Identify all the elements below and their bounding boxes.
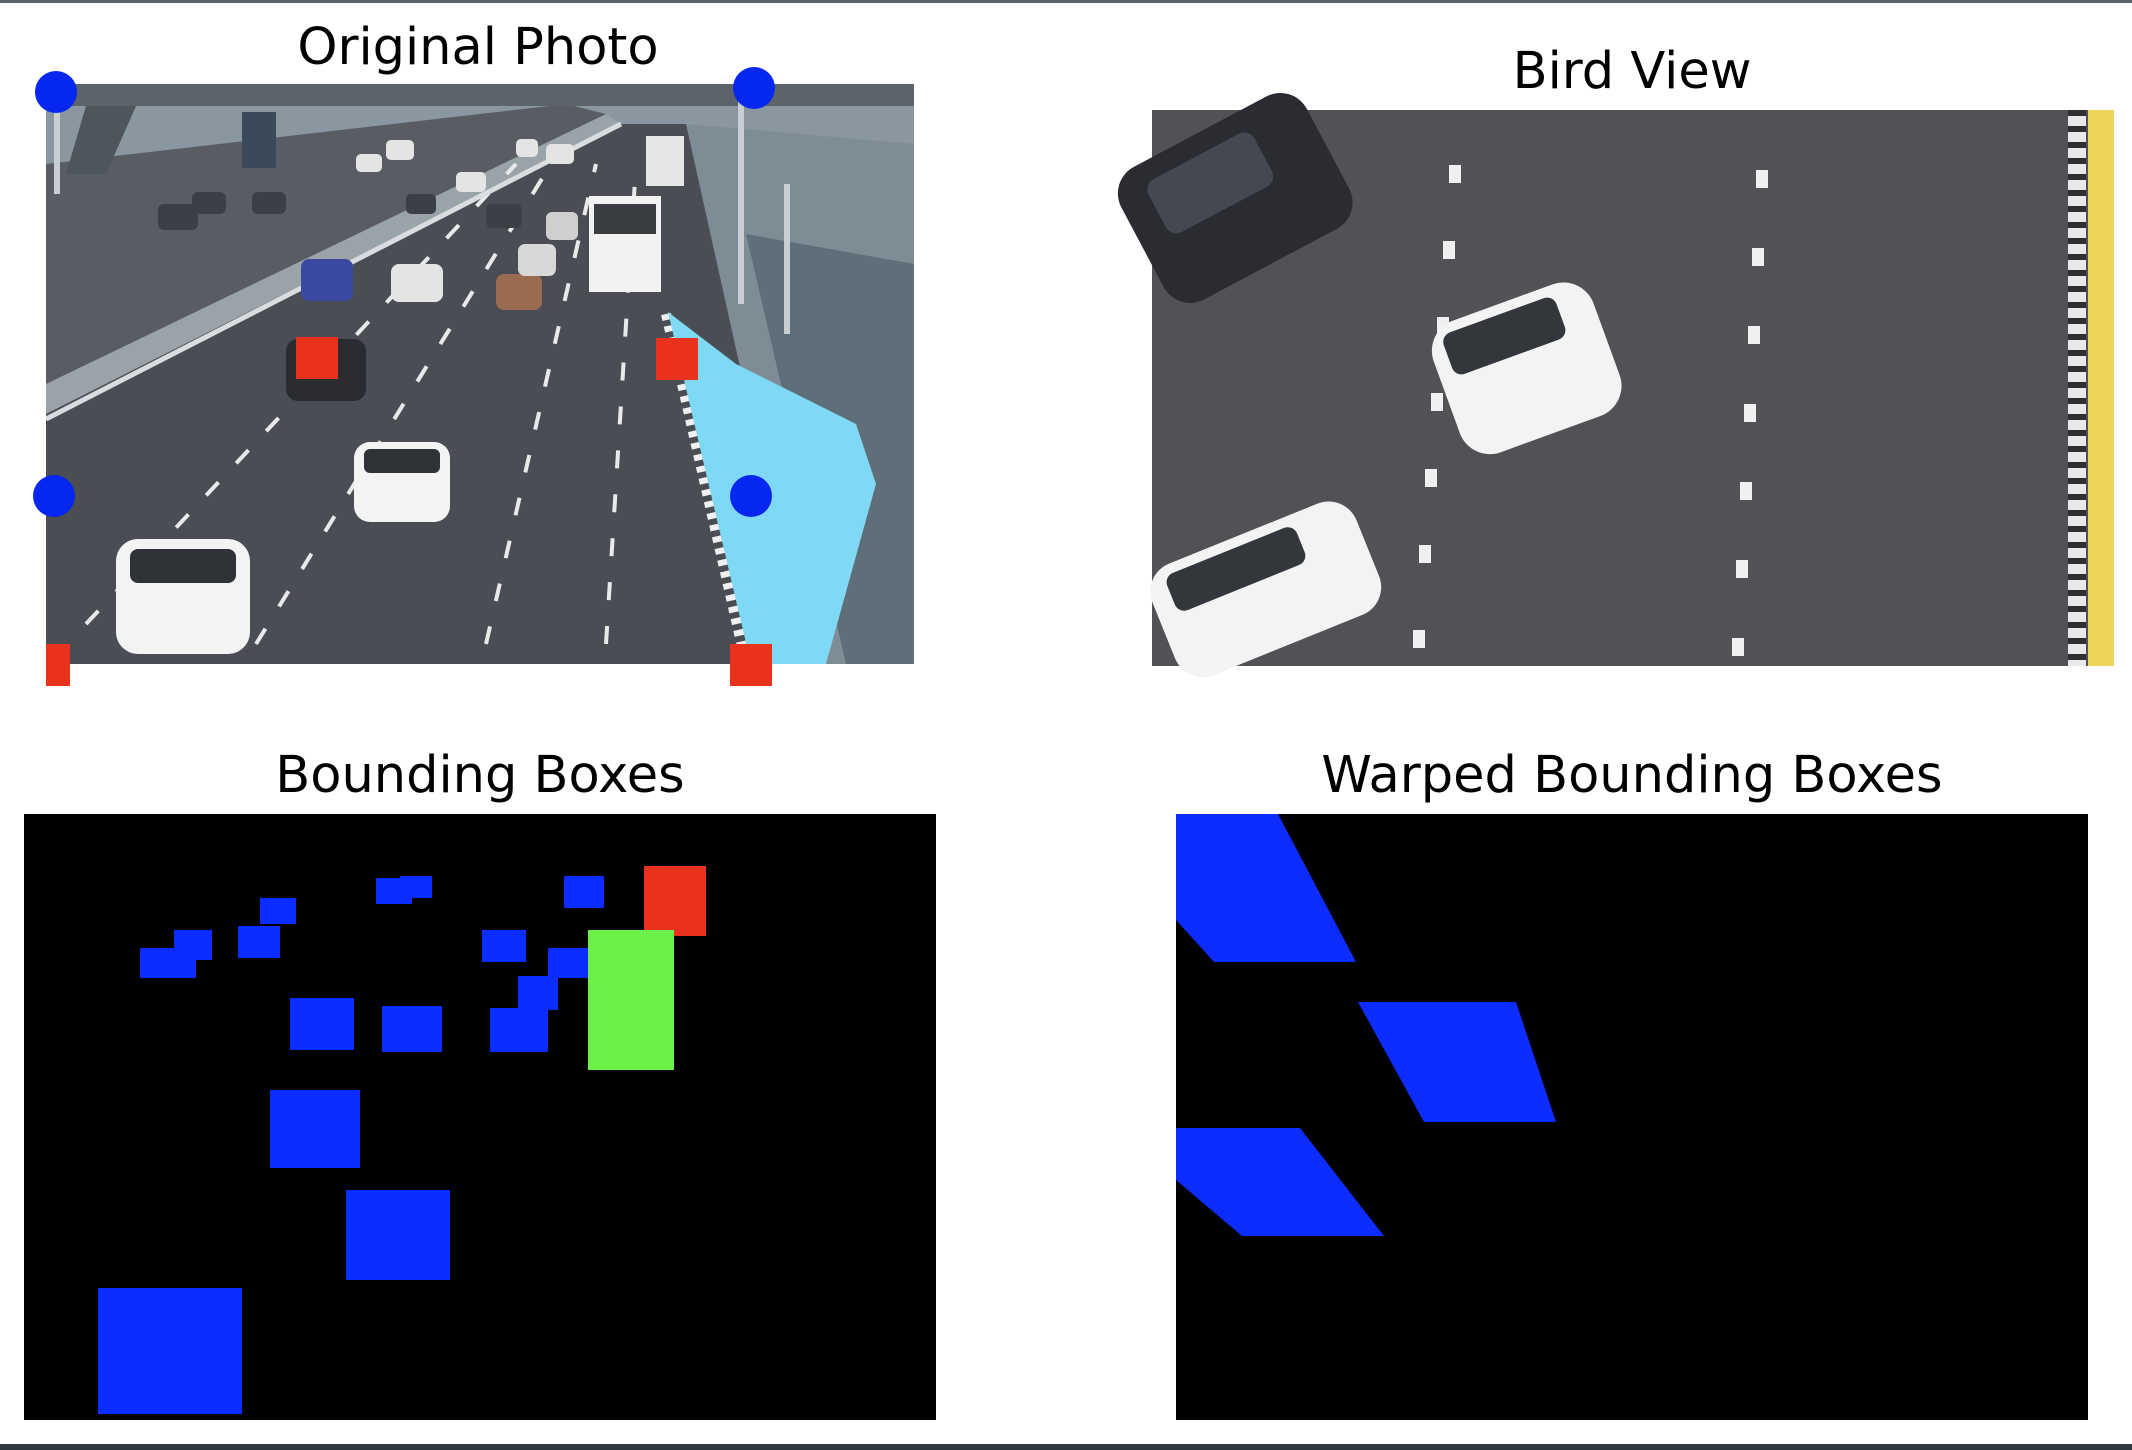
original-photo-image [33, 67, 914, 686]
blue-circle-marker-icon [730, 475, 772, 517]
red-square-marker-icon [730, 644, 772, 686]
bounding-box [98, 1288, 242, 1414]
figure-bottom-border [0, 1444, 2132, 1450]
bounding-boxes-title: Bounding Boxes [275, 746, 685, 805]
red-square-marker-icon [46, 644, 70, 686]
original-photo-panel [33, 67, 914, 686]
bounding-box [482, 930, 526, 962]
bounding-box-green [588, 930, 674, 1070]
bounding-box [490, 1008, 548, 1052]
bounding-box [400, 876, 432, 898]
bounding-box [382, 1006, 442, 1052]
blue-circle-marker-icon [35, 71, 77, 113]
warped-bounding-boxes-mask [1176, 814, 2088, 1420]
bounding-box [564, 876, 604, 908]
bounding-box-red [644, 866, 706, 936]
bounding-box [518, 976, 558, 1010]
bounding-box [548, 948, 592, 978]
figure-top-border [0, 0, 2132, 3]
bounding-box [346, 1190, 450, 1280]
original-photo-title: Original Photo [297, 18, 659, 77]
red-square-marker-icon [656, 338, 698, 380]
bounding-boxes-panel [24, 814, 936, 1420]
bounding-box [238, 926, 280, 958]
warped-bounding-box [1176, 814, 1356, 962]
warped-bounding-box [1176, 1128, 1384, 1236]
bird-view-image [1117, 92, 2114, 678]
bounding-boxes-mask [24, 814, 936, 1420]
blue-circle-marker-icon [33, 475, 75, 517]
bird-view-panel [1117, 92, 2114, 678]
warped-bounding-box [1358, 1002, 1556, 1122]
warped-bounding-boxes-title: Warped Bounding Boxes [1321, 746, 1943, 805]
bird-view-title: Bird View [1512, 42, 1752, 101]
red-square-marker-icon [296, 337, 338, 379]
bounding-box [260, 898, 296, 924]
warped-bounding-boxes-panel [1176, 814, 2088, 1420]
bounding-box [140, 948, 196, 978]
bounding-box [270, 1090, 360, 1168]
blue-circle-marker-icon [733, 67, 775, 109]
bounding-box [290, 998, 354, 1050]
